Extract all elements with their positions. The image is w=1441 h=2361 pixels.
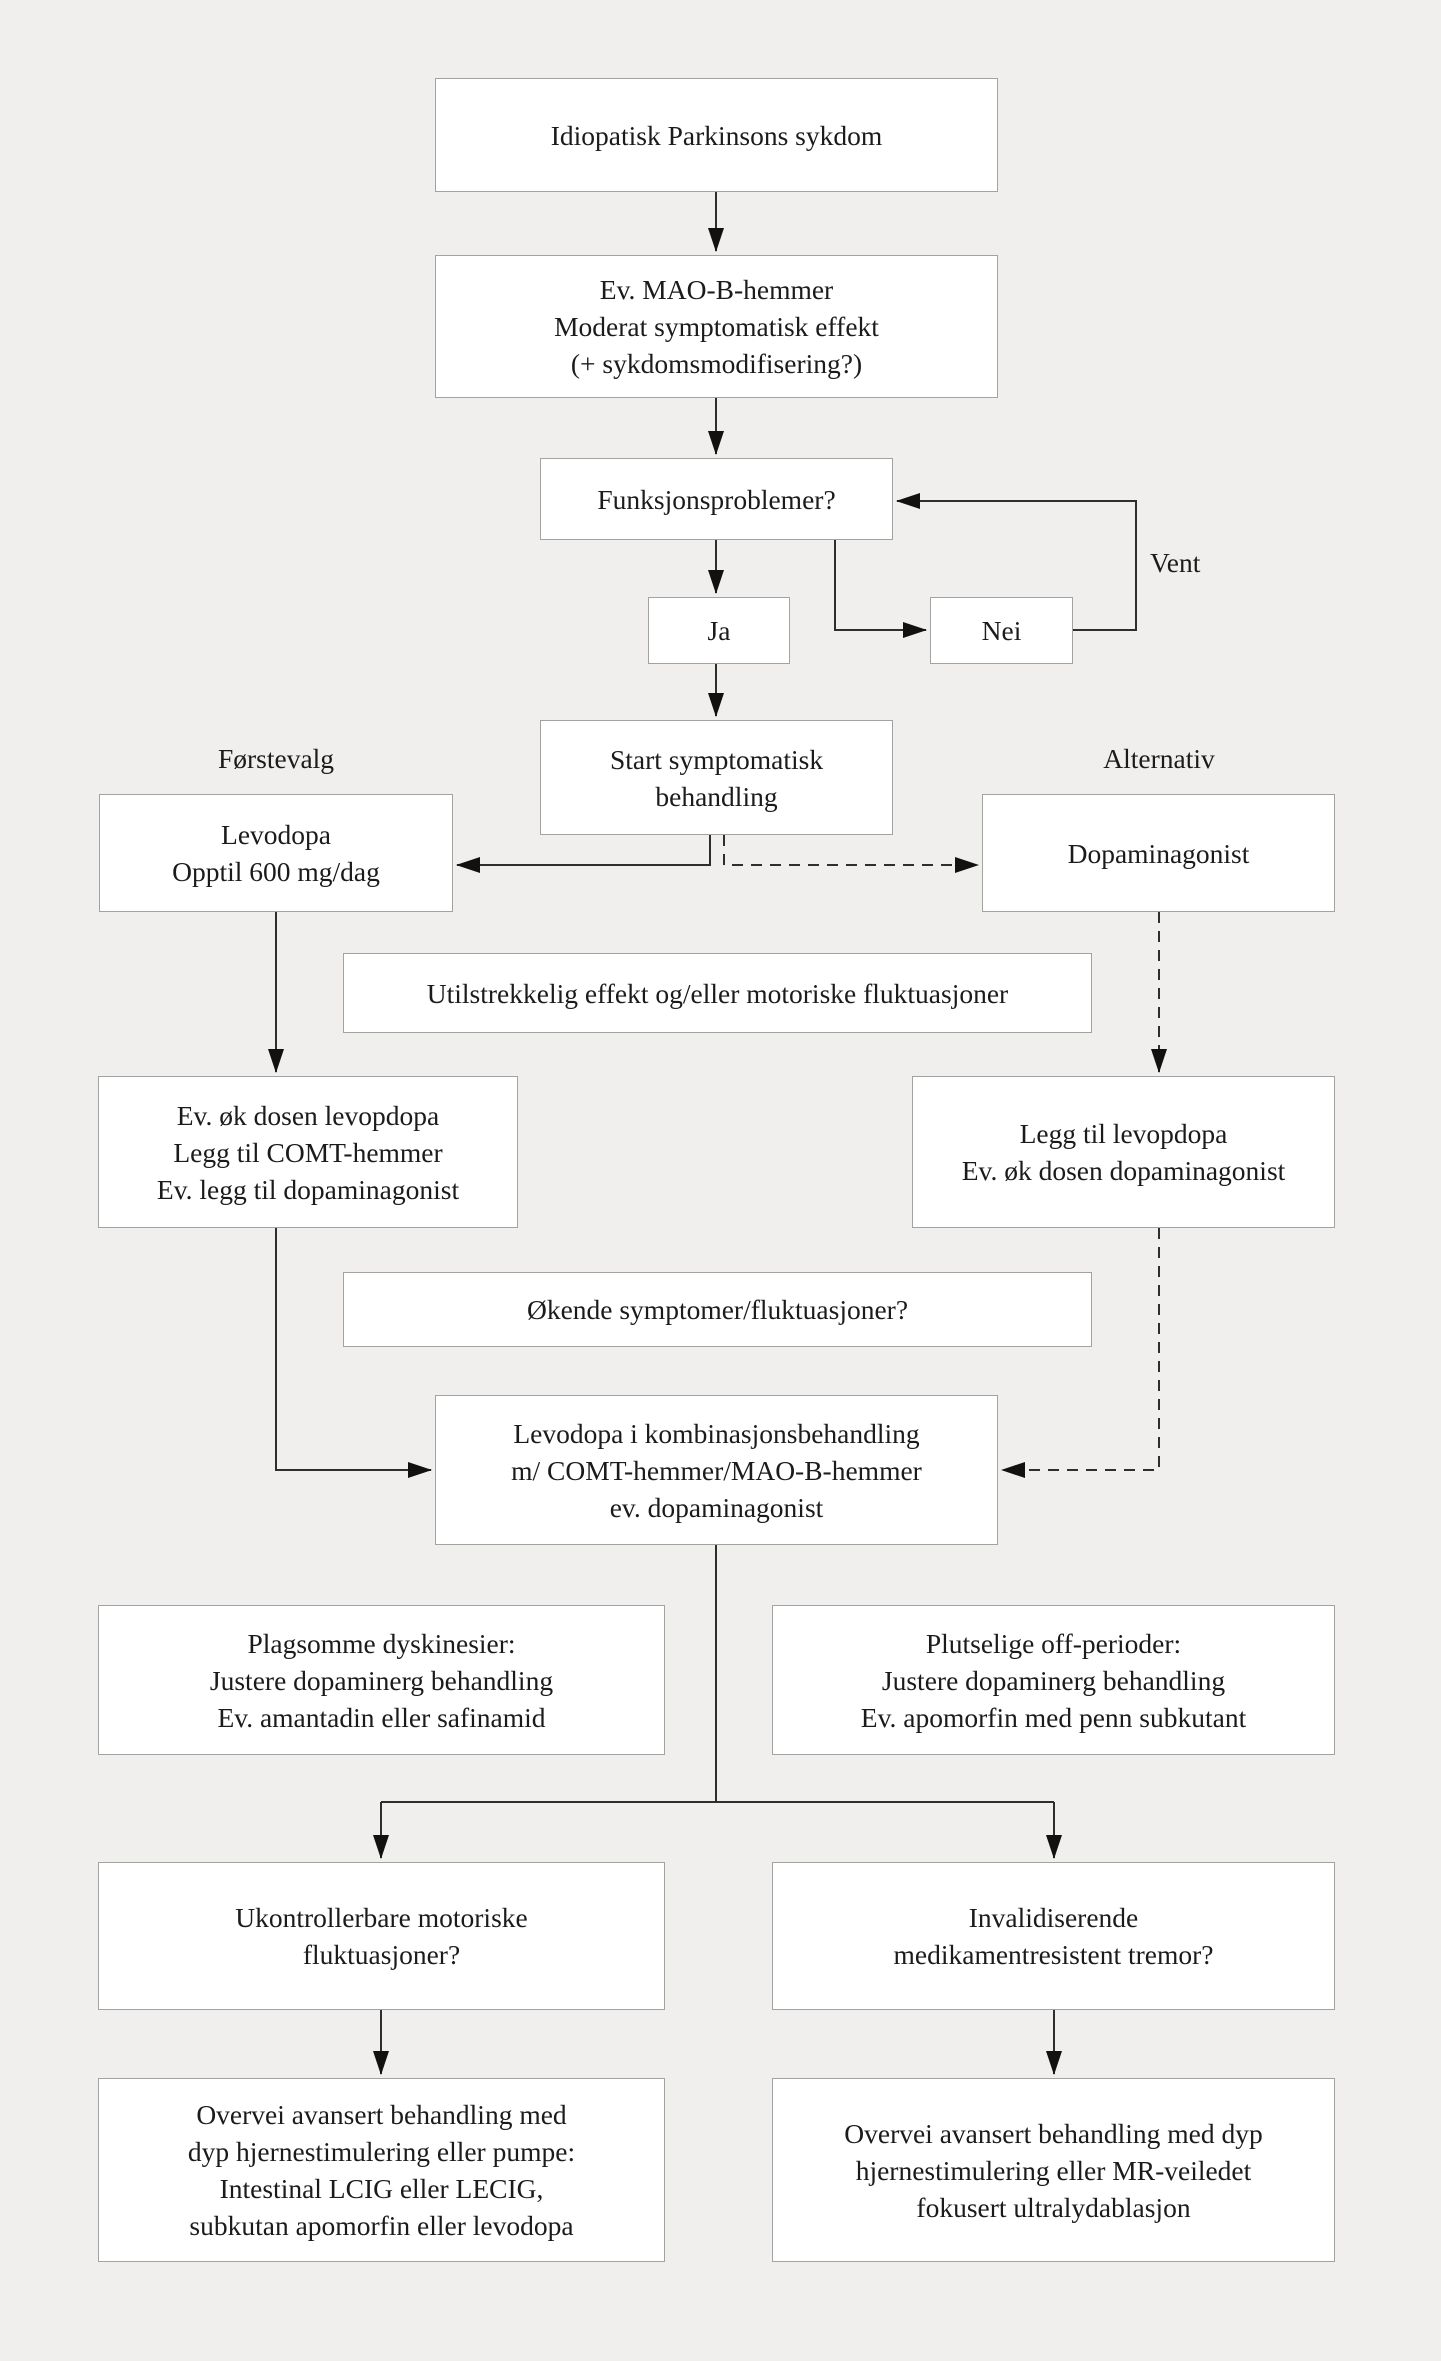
- node-overvei-avansert-pumpe: Overvei avansert behandling med dyp hjer…: [98, 2078, 665, 2262]
- node-text: Utilstrekkelig effekt og/eller motoriske…: [426, 977, 1009, 1009]
- arrow-evok-to-kombinasjon: [275, 1228, 432, 1478]
- node-text: Levodopa: [221, 819, 331, 850]
- node-funksjonsproblemer: Funksjonsproblemer?: [540, 458, 893, 540]
- node-utilstrekkelig-effekt: Utilstrekkelig effekt og/eller motoriske…: [343, 953, 1092, 1033]
- node-text: hjernestimulering eller MR-veiledet: [855, 2154, 1252, 2186]
- node-ev-ok-dosen-levopdopa: Ev. øk dosen levopdopa Legg til COMT-hem…: [98, 1076, 518, 1228]
- node-text: Ev. øk dosen levopdopa: [176, 1099, 440, 1131]
- arrow-funksjon-to-nei: [834, 540, 927, 638]
- node-text: ev. dopaminagonist: [609, 1491, 824, 1523]
- node-levodopa-kombinasjonsbehandling: Levodopa i kombinasjonsbehandling m/ COM…: [435, 1395, 998, 1545]
- node-text: Idiopatisk Parkinsons sykdom: [550, 119, 883, 151]
- node-text: m/ COMT-hemmer/MAO-B-hemmer: [511, 1454, 922, 1486]
- node-levodopa: Levodopa Opptil 600 mg/dag: [99, 794, 453, 912]
- node-text: subkutan apomorfin eller levodopa: [189, 2210, 574, 2241]
- node-text: Legg til COMT-hemmer: [173, 1136, 443, 1168]
- node-text: Ja: [707, 615, 731, 646]
- node-text: Start symptomatisk: [609, 743, 824, 775]
- node-invalidiserende-tremor: Invalidiserende medikamentresistent trem…: [772, 1862, 1335, 2010]
- node-text: Overvei avansert behandling med dyp: [844, 2117, 1263, 2149]
- node-text: Justere dopaminerg behandling: [209, 1664, 554, 1696]
- node-overvei-avansert-ultralyd: Overvei avansert behandling med dyp hjer…: [772, 2078, 1335, 2262]
- node-text: Funksjonsproblemer?: [597, 483, 836, 515]
- node-okende-symptomer: Økende symptomer/fluktuasjoner?: [343, 1272, 1092, 1347]
- node-text: Justere dopaminerg behandling: [881, 1664, 1226, 1696]
- node-text: Nei: [981, 615, 1022, 646]
- node-text: behandling: [655, 780, 778, 812]
- node-text: Plutselige off-perioder:: [925, 1627, 1182, 1659]
- arrow-start-to-levodopa: [456, 835, 711, 873]
- node-text: Ev. apomorfin med penn subkutant: [860, 1701, 1247, 1733]
- node-text: Ev. øk dosen dopaminagonist: [961, 1155, 1286, 1186]
- node-plutselige-off-perioder: Plutselige off-perioder: Justere dopamin…: [772, 1605, 1335, 1755]
- node-text: Plagsomme dyskinesier:: [247, 1627, 516, 1659]
- node-text: Økende symptomer/fluktuasjoner?: [526, 1294, 909, 1325]
- label-alternativ: Alternativ: [1103, 743, 1215, 774]
- node-text: fokusert ultralydablasjon: [916, 2191, 1191, 2223]
- node-text: dyp hjernestimulering eller pumpe:: [187, 2136, 576, 2167]
- node-mao-b-hemmer: Ev. MAO-B-hemmer Moderat symptomatisk ef…: [435, 255, 998, 398]
- node-text: Moderat symptomatisk effekt: [554, 311, 879, 342]
- node-text: Ev. legg til dopaminagonist: [156, 1173, 460, 1205]
- label-vent: Vent: [1150, 547, 1201, 578]
- node-text: (+ sykdomsmodifisering?): [570, 348, 863, 379]
- node-text: Ev. MAO-B-hemmer: [599, 274, 834, 305]
- node-text: Invalidiserende: [968, 1902, 1139, 1933]
- node-text: Overvei avansert behandling med: [196, 2099, 567, 2130]
- node-plagsomme-dyskinesier: Plagsomme dyskinesier: Justere dopaminer…: [98, 1605, 665, 1755]
- node-text: Opptil 600 mg/dag: [172, 856, 380, 887]
- node-nei: Nei: [930, 597, 1073, 664]
- node-ja: Ja: [648, 597, 790, 664]
- label-forstevalg: Førstevalg: [217, 743, 335, 774]
- node-text: fluktuasjoner?: [302, 1939, 461, 1970]
- arrow-nei-vent-loop-to-funksjon: [896, 493, 1137, 631]
- node-text: Levodopa i kombinasjonsbehandling: [513, 1417, 920, 1449]
- node-start-symptomatisk-behandling: Start symptomatisk behandling: [540, 720, 893, 835]
- node-text: Ukontrollerbare motoriske: [235, 1902, 528, 1933]
- node-text: Legg til levopdopa: [1019, 1118, 1228, 1149]
- node-ukontrollerbare-fluktuasjoner: Ukontrollerbare motoriske fluktuasjoner?: [98, 1862, 665, 2010]
- node-text: Intestinal LCIG eller LECIG,: [219, 2173, 544, 2204]
- node-idiopatisk-parkinsons-sykdom: Idiopatisk Parkinsons sykdom: [435, 78, 998, 192]
- node-text: Dopaminagonist: [1067, 837, 1250, 869]
- node-text: Ev. amantadin eller safinamid: [217, 1701, 546, 1733]
- arrow-leggtil-to-kombinasjon-dashed: [1001, 1228, 1160, 1478]
- arrow-start-to-dopaminagonist-dashed: [723, 835, 979, 873]
- node-dopaminagonist: Dopaminagonist: [982, 794, 1335, 912]
- node-legg-til-levopdopa: Legg til levopdopa Ev. øk dosen dopamina…: [912, 1076, 1335, 1228]
- node-text: medikamentresistent tremor?: [893, 1939, 1214, 1970]
